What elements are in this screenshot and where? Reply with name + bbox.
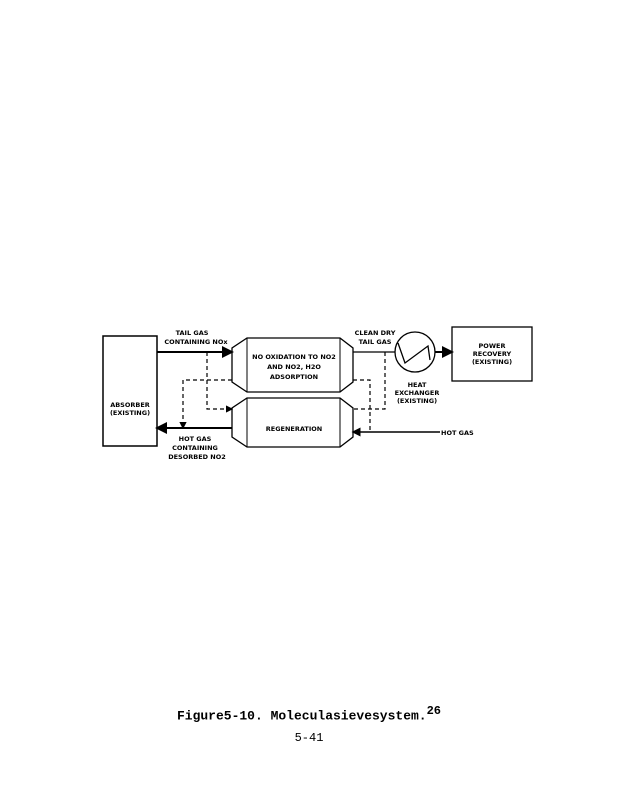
oxidation-label: NO OXIDATION TO NO2: [252, 353, 336, 361]
hot-gas-out-label: DESORBED NO2: [168, 453, 226, 461]
absorber-label: ABSORBER: [110, 401, 150, 409]
tail-gas-label: TAIL GAS: [176, 329, 209, 337]
power-recovery-box: [451, 326, 533, 382]
hot-gas-in-label: HOT GAS: [441, 429, 474, 437]
caption-reference: 26: [426, 704, 442, 718]
absorber-label: (EXISTING): [110, 409, 150, 417]
regeneration-vessel: [231, 397, 354, 448]
clean-gas-label: CLEAN DRY: [355, 329, 396, 337]
caption-text: Figure5-10. Moleculasievesystem.: [176, 708, 427, 724]
adsorption-vessel: [231, 337, 354, 393]
clean-gas-label: TAIL GAS: [359, 338, 392, 346]
power-recovery-label: RECOVERY: [473, 350, 512, 358]
page-number: 5-41: [294, 731, 324, 745]
heat-exchanger-label: HEAT: [408, 381, 427, 389]
tail-gas-label: CONTAINING NOx: [164, 338, 228, 346]
hot-gas-out-label: HOT GAS: [179, 435, 212, 443]
regeneration-label: REGENERATION: [266, 425, 322, 433]
hot-gas-out-label: CONTAINING: [172, 444, 218, 452]
heat-exchanger-label: (EXISTING): [397, 397, 437, 405]
absorber-box: [102, 335, 158, 447]
power-recovery-label: (EXISTING): [472, 358, 512, 366]
figure-caption: Figure5-10. Moleculasievesystem.26: [0, 704, 618, 723]
heat-exchanger-label: EXCHANGER: [395, 389, 440, 397]
oxidation-label: AND NO2, H2O: [267, 363, 321, 371]
power-recovery-label: POWER: [479, 342, 506, 350]
heat-exchanger: [394, 331, 436, 373]
oxidation-label: ADSORPTION: [270, 373, 318, 381]
